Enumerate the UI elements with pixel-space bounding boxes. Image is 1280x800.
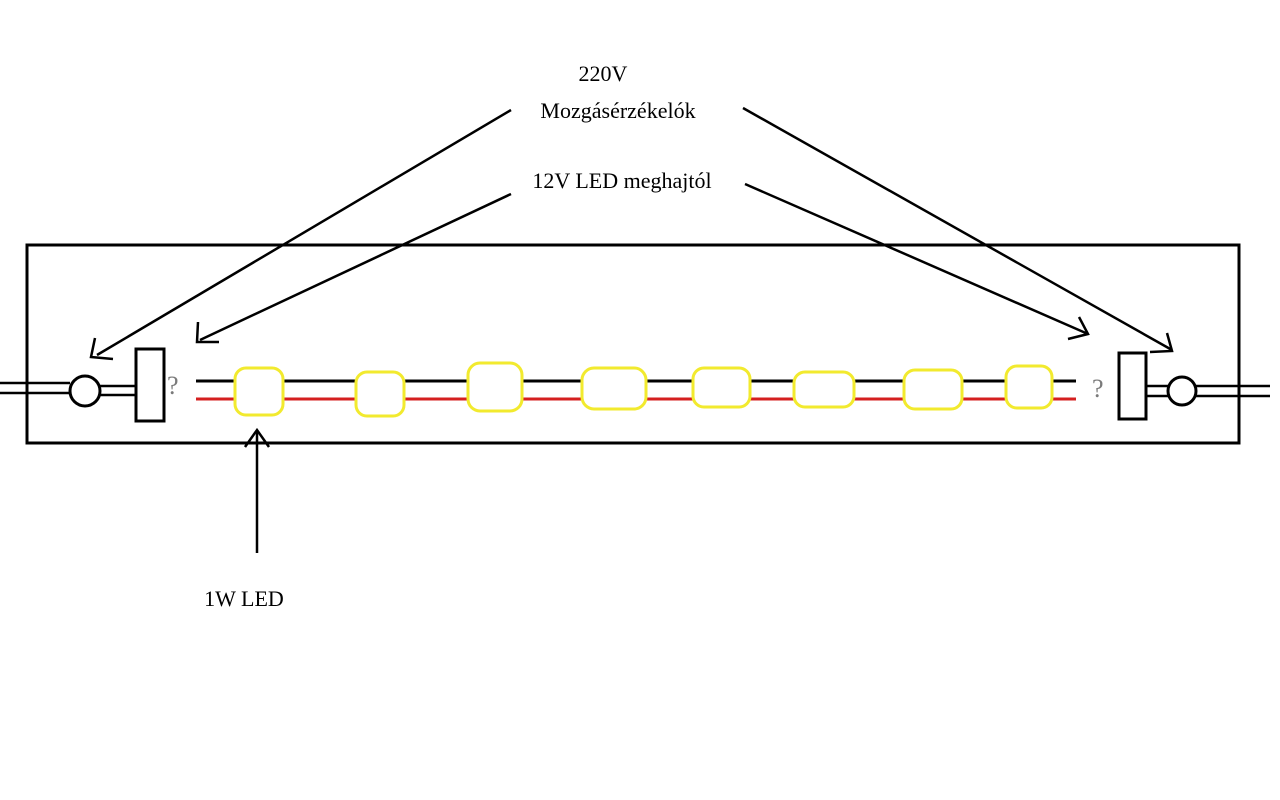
arrow-to-led bbox=[243, 427, 271, 553]
led-label: 1W LED bbox=[204, 586, 284, 611]
left-sensor-connection bbox=[100, 384, 136, 397]
led-4 bbox=[580, 366, 648, 411]
driver-label: 12V LED meghajtól bbox=[532, 168, 711, 193]
left-led-driver bbox=[134, 347, 166, 423]
led-8 bbox=[1004, 364, 1054, 410]
led-1 bbox=[233, 366, 285, 417]
led-5 bbox=[691, 366, 752, 409]
right-sensor-connection bbox=[1146, 384, 1168, 398]
left-power-cable bbox=[0, 381, 70, 395]
led-7 bbox=[902, 368, 964, 411]
right-motion-sensor bbox=[1166, 375, 1198, 407]
led-2 bbox=[354, 370, 406, 418]
left-unknown-mark: ? bbox=[167, 371, 179, 400]
right-unknown-mark: ? bbox=[1092, 374, 1104, 403]
right-power-cable bbox=[1196, 384, 1270, 398]
led-row bbox=[233, 361, 1054, 418]
fixture-housing bbox=[25, 243, 1241, 445]
arrow-to-left-motion-sensor bbox=[89, 108, 512, 361]
voltage-label: 220V bbox=[579, 61, 628, 86]
right-led-driver bbox=[1117, 351, 1148, 421]
arrow-to-right-motion-sensor bbox=[742, 106, 1174, 354]
led-6 bbox=[792, 370, 856, 409]
led-3 bbox=[466, 361, 524, 413]
arrow-to-right-driver bbox=[744, 182, 1090, 341]
arrow-to-left-driver bbox=[195, 192, 512, 344]
left-motion-sensor bbox=[68, 374, 102, 408]
motion-sensors-label: Mozgásérzékelók bbox=[540, 98, 695, 123]
